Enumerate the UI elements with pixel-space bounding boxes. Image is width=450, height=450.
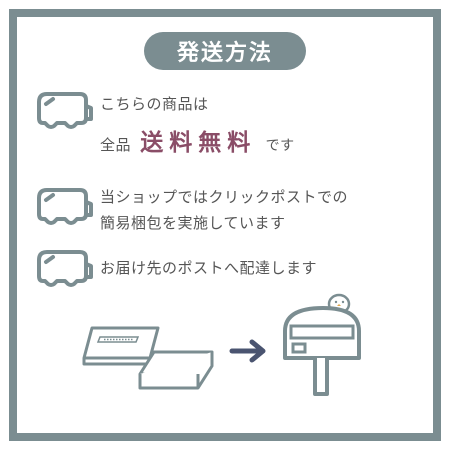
row1-prefix: 全品	[100, 136, 132, 154]
row1-suffix: です	[265, 138, 295, 154]
row2-line1: 当ショップではクリックポストでの	[100, 188, 349, 206]
row1-line2: 全品 送料無料 です	[100, 123, 295, 157]
row1-line1: こちらの商品は	[100, 95, 209, 113]
title-pill: 発送方法	[144, 32, 306, 70]
row3-line1: お届け先のポストへ配達します	[100, 259, 318, 277]
mailbox-icon	[283, 293, 361, 396]
shipping-info-card	[9, 9, 441, 441]
free-shipping-highlight: 送料無料	[140, 130, 257, 156]
row2-line2: 簡易梱包を実施しています	[100, 214, 286, 232]
page-title: 発送方法	[176, 41, 273, 66]
truck-icon	[37, 188, 93, 225]
package-icon	[82, 326, 214, 390]
truck-icon	[37, 92, 93, 129]
truck-icon	[37, 250, 93, 287]
arrow-right-icon	[229, 339, 266, 363]
